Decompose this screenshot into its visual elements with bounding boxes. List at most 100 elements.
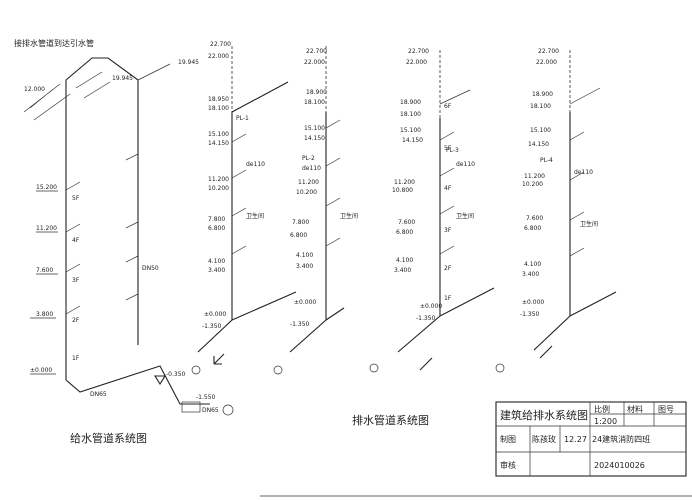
drain-floor-labels: 6F 5F 4F 3F 2F 1F: [444, 103, 452, 302]
supply-elev-0: 12.000: [24, 86, 45, 93]
c4-elev-8: 4.100: [524, 261, 541, 268]
inlet-elev: -0.350: [166, 371, 186, 378]
supply-branch-pipes: [75, 71, 111, 99]
c2-elev-5: 10.200: [296, 189, 317, 196]
outflow-circle-1: [191, 365, 201, 375]
c1-elev-1: 18.100: [208, 105, 229, 112]
c2-elev-0: 18.900: [306, 89, 327, 96]
drain-column-3: 22.700 22.000 PL-3 18.900 18.100 15.100 …: [369, 48, 495, 373]
c4-elev-4: 11.200: [524, 173, 545, 180]
tb-student-no: 2024010026: [594, 461, 645, 470]
drain-floor-2: 2F: [444, 265, 452, 272]
tb-scale-label: 比例: [594, 404, 610, 414]
c3-top-elev-1: 22.000: [406, 59, 427, 66]
outlet-elev: -1.550: [196, 394, 216, 401]
c4-elev-10: ±0.000: [522, 299, 544, 306]
c3-elev-9: 3.400: [394, 267, 411, 274]
tb-material-label: 材料: [627, 404, 643, 414]
c1-top-elev-1: 22.000: [208, 53, 229, 60]
title-block: 建筑给排水系统图 比例 材料 图号 1:200 制图 陈孩玫 12.27 24建…: [495, 401, 687, 477]
c2-top-elev-0: 22.700: [306, 48, 327, 55]
c4-elev-3: 14.150: [528, 141, 549, 148]
supply-floor-2: 2F: [72, 317, 80, 324]
floor-branches-2: [325, 119, 341, 247]
c1-elev-0: 18.950: [208, 96, 229, 103]
c3-elev-6: 7.600: [398, 219, 415, 226]
c4-pipe: de110: [574, 169, 593, 176]
supply-floor-branches: [65, 181, 81, 315]
floor-branches-4: [569, 87, 601, 257]
supply-floor-1: 1F: [72, 355, 80, 362]
drain-floor-3: 3F: [444, 227, 452, 234]
top-branch-1: [231, 81, 289, 113]
supply-elev-lines: [30, 190, 58, 375]
outlet-circle: [222, 404, 234, 416]
c3-top-elev-0: 22.700: [408, 48, 429, 55]
title-block-grid: [496, 402, 686, 476]
c3-elev-1: 18.100: [400, 111, 421, 118]
tb-drawer: 陈孩玫: [532, 434, 556, 444]
c2-room: 卫生间: [340, 212, 358, 220]
drain-column-4: 22.700 22.000 PL-4 18.900 18.100 15.100 …: [495, 48, 617, 373]
supply-valve-label: DN50: [142, 265, 159, 272]
c4-elev-1: 18.100: [530, 103, 551, 110]
supply-elev-1: 19.945: [112, 75, 133, 82]
tb-scale: 1:200: [594, 417, 617, 426]
bottom-branch-3: [439, 287, 495, 317]
c4-top-elev-0: 22.700: [538, 48, 559, 55]
c1-elev-3: 14.150: [208, 140, 229, 147]
outflow-arrow-3: [419, 357, 433, 371]
c3-elev-11: -1.350: [416, 315, 436, 322]
c3-elev-5: 10.800: [392, 187, 413, 194]
supply-top-branch: [65, 57, 139, 81]
c2-elev-11: -1.350: [290, 321, 310, 328]
c4-elev-6: 7.600: [526, 215, 543, 222]
outflow-circle-4: [495, 363, 505, 373]
bottom-branch-1: [231, 291, 297, 321]
c2-elev-4: 11.200: [298, 179, 319, 186]
c4-elev-2: 15.100: [530, 127, 551, 134]
supply-elev-3: 15.200: [36, 184, 57, 191]
c4-top-elev-1: 22.000: [536, 59, 557, 66]
c1-room: 卫生间: [246, 212, 264, 220]
outflow-arrow-1: [213, 353, 225, 365]
floor-branches-3: [439, 89, 471, 255]
c2-elev-2: 15.100: [304, 125, 325, 132]
supply-elev-7: ±0.000: [30, 367, 52, 374]
c1-elev-8: 4.100: [208, 258, 225, 265]
water-meter: [181, 401, 201, 413]
drain-floor-6: 6F: [444, 103, 452, 110]
inlet-triangle: [154, 375, 166, 386]
c2-elev-10: ±0.000: [294, 299, 316, 306]
c1-elev-11: -1.350: [202, 323, 222, 330]
drain-column-2: 22.700 22.000 PL-2 18.900 18.100 15.100 …: [273, 46, 358, 375]
c2-top-elev-1: 22.000: [304, 59, 325, 66]
tb-drawer-label: 制图: [500, 434, 516, 444]
c1-elev-9: 3.400: [208, 267, 225, 274]
c4-elev-5: 10.200: [522, 181, 543, 188]
drain-floor-1: 1F: [444, 295, 452, 302]
c2-elev-9: 3.400: [296, 263, 313, 270]
c3-elev-7: 6.800: [396, 229, 413, 236]
tb-school: 24建筑消防四班: [592, 434, 650, 444]
c2-elev-6: 7.800: [292, 219, 309, 226]
c3-tag: PL-3: [446, 147, 459, 154]
c1-top-elev-0: 22.700: [210, 41, 231, 48]
drain-column-1: 22.700 22.000 PL-1 18.950 18.100 15.100 …: [191, 41, 297, 375]
c1-pipe: de110: [246, 161, 265, 168]
outflow-circle-3: [369, 363, 379, 373]
c4-tag: PL-4: [540, 157, 553, 164]
bottom-branch-2: [325, 307, 345, 321]
c4-elev-0: 18.900: [532, 91, 553, 98]
supply-caption: 给水管道系统图: [70, 431, 147, 445]
supply-floor-3: 3F: [72, 277, 80, 284]
c2-pipe: de110: [302, 165, 321, 172]
outflow-circle-2: [273, 365, 283, 375]
c3-elev-10: ±0.000: [420, 303, 442, 310]
floor-branches-1: [231, 133, 247, 255]
c2-elev-8: 4.100: [296, 252, 313, 259]
c2-elev-1: 18.100: [304, 99, 325, 106]
supply-elev-4: 11.200: [36, 225, 57, 232]
c3-elev-3: 14.150: [402, 137, 423, 144]
